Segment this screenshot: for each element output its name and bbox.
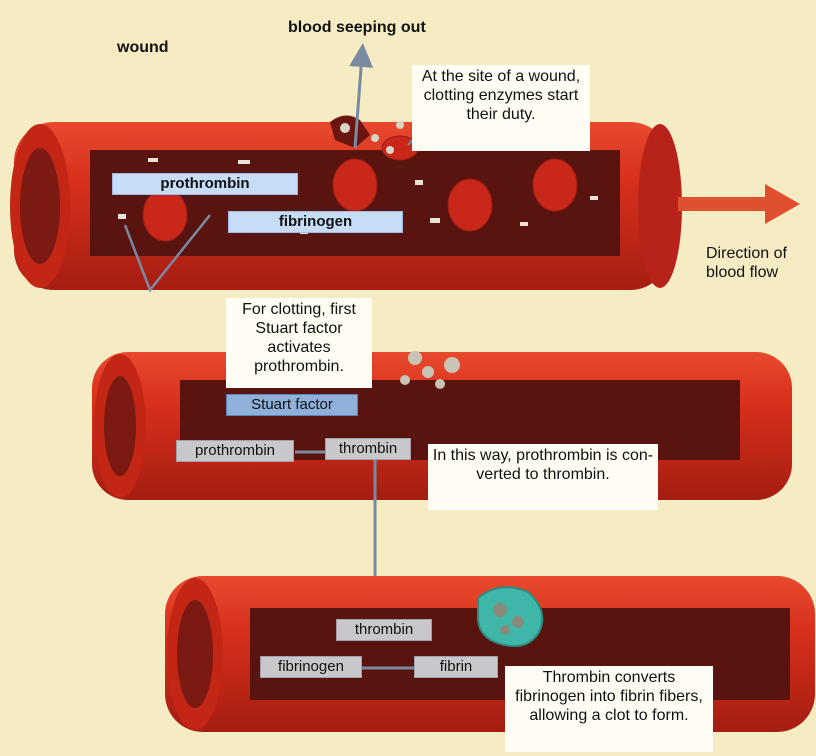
fibrinogen-tag-1: fibrinogen xyxy=(228,211,403,233)
note-stuart-activates: For clotting, first Stuart factor activa… xyxy=(226,298,372,388)
thrombin-tag-3: thrombin xyxy=(336,619,432,641)
note-prothrombin-converted: In this way, prothrombin is con-verted t… xyxy=(428,444,658,510)
wound-label: wound xyxy=(117,38,169,57)
vessel-3 xyxy=(165,576,815,732)
blood-seeping-out-label: blood seeping out xyxy=(288,18,426,37)
note-thrombin-converts: Thrombin converts fibrinogen into fibrin… xyxy=(505,666,713,752)
direction-of-blood-flow-label: Direction of blood flow xyxy=(706,244,816,282)
fibrin-tag-3: fibrin xyxy=(414,656,498,678)
flow-arrow xyxy=(678,184,800,224)
fibrinogen-tag-3: fibrinogen xyxy=(260,656,362,678)
prothrombin-tag-1: prothrombin xyxy=(112,173,298,195)
note-site-of-wound: At the site of a wound, clotting enzymes… xyxy=(412,65,590,151)
stuart-factor-tag: Stuart factor xyxy=(226,394,358,416)
thrombin-tag-2: thrombin xyxy=(325,438,411,460)
prothrombin-tag-2: prothrombin xyxy=(176,440,294,462)
fibrin-clot xyxy=(478,587,542,646)
